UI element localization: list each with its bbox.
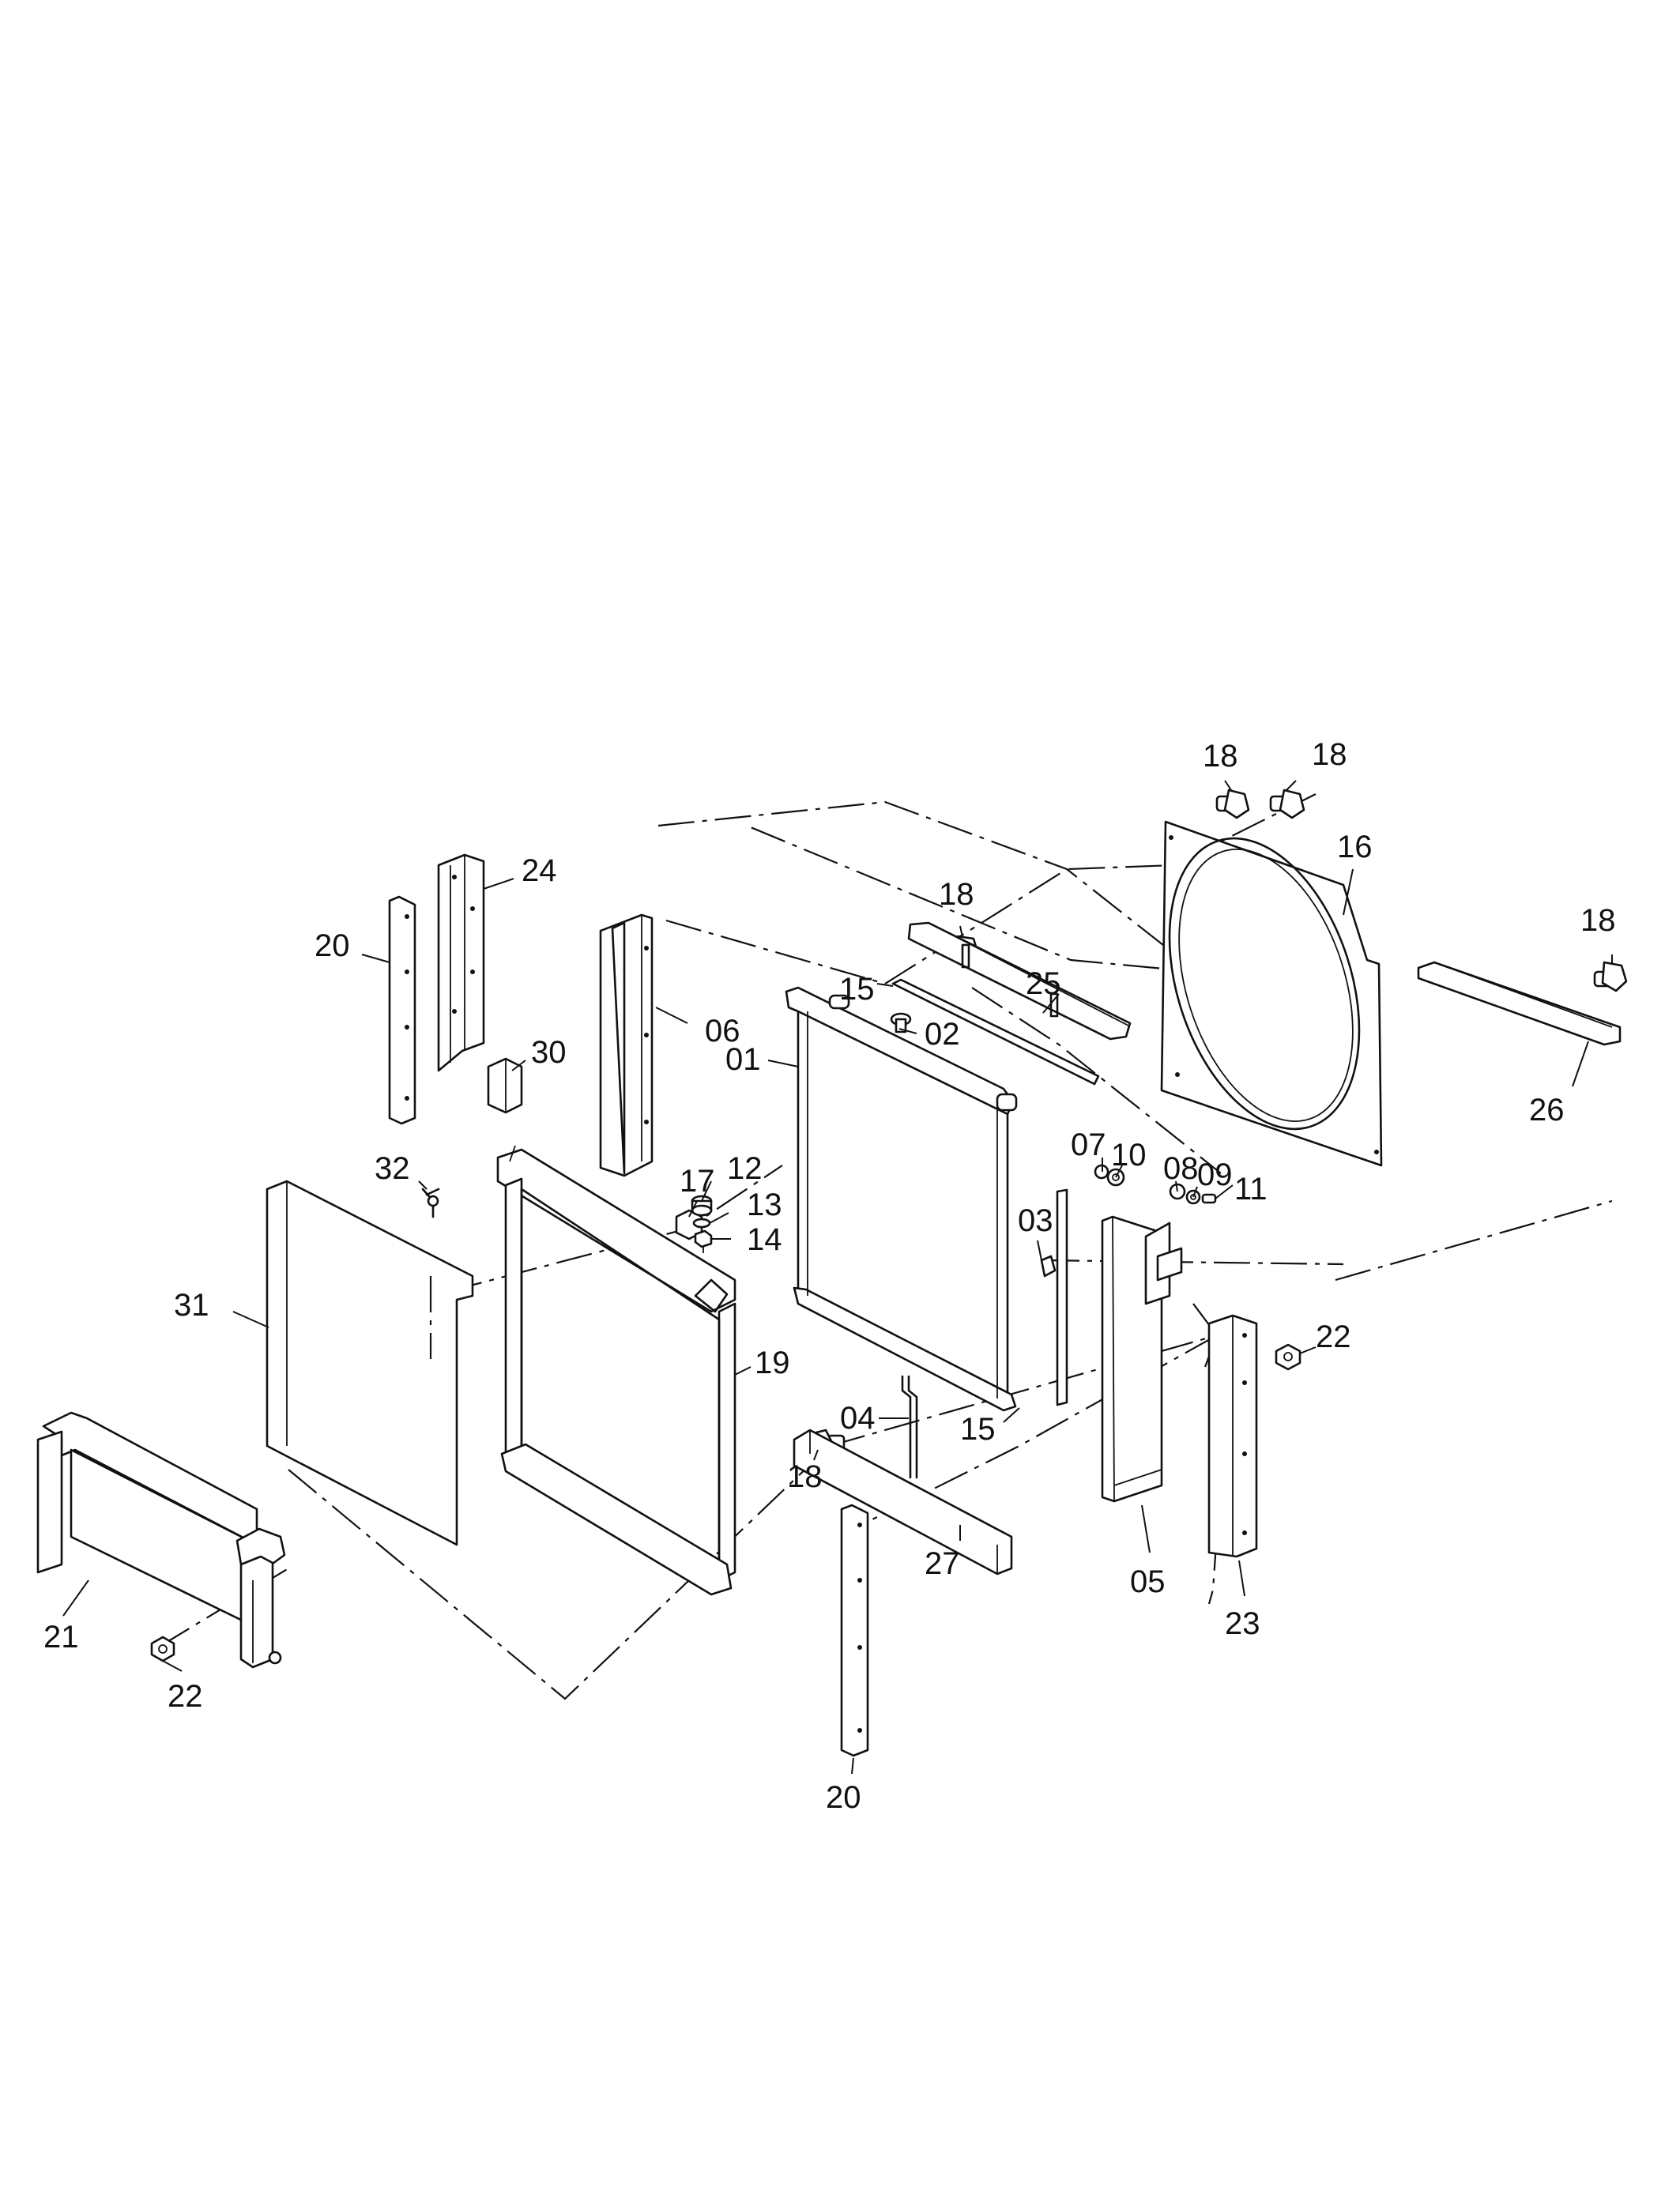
seal-strip-15-side (1056, 1188, 1068, 1406)
nut-22-left (150, 1636, 175, 1662)
callout-15-top: 15 (839, 972, 875, 1007)
clip-32 (421, 1188, 440, 1218)
callout-06: 06 (705, 1014, 740, 1048)
angle-bracket-26 (1417, 961, 1622, 1046)
callout-18-b: 18 (1312, 737, 1347, 772)
callout-07: 07 (1071, 1127, 1106, 1162)
washer-13 (692, 1218, 711, 1229)
top-bracket-25 (907, 921, 1132, 1041)
radiator-core-01 (785, 986, 1018, 1412)
side-panel-31 (266, 1180, 474, 1546)
callout-23: 23 (1225, 1606, 1260, 1641)
callout-26: 26 (1529, 1093, 1565, 1127)
callout-21: 21 (43, 1620, 79, 1655)
callout-30: 30 (531, 1035, 567, 1070)
lower-beam-27 (793, 1429, 1013, 1575)
callout-13: 13 (747, 1188, 782, 1222)
bolt-14 (694, 1229, 713, 1253)
radiator-frame-19 (496, 1145, 736, 1596)
callout-22-right: 22 (1316, 1319, 1351, 1354)
callout-03: 03 (1018, 1203, 1053, 1238)
intercooler-21 (36, 1411, 286, 1669)
bolt-18-d (1593, 961, 1628, 992)
callout-18-a: 18 (1203, 739, 1238, 774)
plate-20-upper (388, 895, 416, 1125)
hose-04 (901, 1375, 918, 1479)
callout-27: 27 (925, 1546, 960, 1581)
callout-16: 16 (1337, 830, 1373, 864)
callout-20-lower: 20 (826, 1780, 861, 1815)
callout-19: 19 (755, 1346, 790, 1380)
callout-18-e: 18 (787, 1459, 823, 1494)
callout-25: 25 (1026, 966, 1061, 1001)
cap-02 (890, 1012, 912, 1033)
callout-05: 05 (1130, 1564, 1166, 1599)
bolt-18-a (1215, 789, 1250, 819)
fan-shroud (1160, 820, 1383, 1167)
callout-20-upper: 20 (315, 928, 350, 963)
channel-24 (437, 853, 485, 1072)
callout-18-c: 18 (939, 877, 974, 912)
callout-09: 09 (1197, 1158, 1233, 1192)
block-30 (487, 1057, 523, 1114)
callout-18-d: 18 (1580, 903, 1616, 938)
callout-24: 24 (522, 853, 557, 888)
seal-strip-15-top (891, 978, 1100, 1086)
drain-plug-03 (1040, 1255, 1057, 1278)
side-bracket-05 (1101, 1215, 1183, 1503)
callout-10: 10 (1111, 1138, 1147, 1173)
upright-plate-23 (1207, 1314, 1258, 1558)
callout-15-bottom: 15 (960, 1412, 996, 1447)
callout-01: 01 (725, 1042, 761, 1077)
callout-labels: 01 02 03 04 05 06 07 08 09 10 11 12 13 1… (43, 737, 1616, 1815)
callout-31: 31 (174, 1288, 209, 1323)
callout-32: 32 (375, 1151, 410, 1186)
callout-11: 11 (1234, 1172, 1268, 1207)
callout-22-left: 22 (168, 1679, 203, 1714)
leader-lines (62, 780, 1613, 1775)
plate-20-lower (840, 1504, 869, 1757)
callout-04: 04 (840, 1401, 876, 1436)
nut-22-right (1275, 1343, 1301, 1371)
callout-02: 02 (925, 1017, 960, 1052)
fasteners-07-11 (1094, 1164, 1217, 1205)
callout-14: 14 (747, 1222, 782, 1257)
column-06 (599, 913, 654, 1177)
callout-08: 08 (1163, 1151, 1199, 1186)
bolt-18-b (1269, 789, 1305, 819)
callout-17: 17 (680, 1164, 715, 1199)
callout-12: 12 (727, 1151, 763, 1186)
